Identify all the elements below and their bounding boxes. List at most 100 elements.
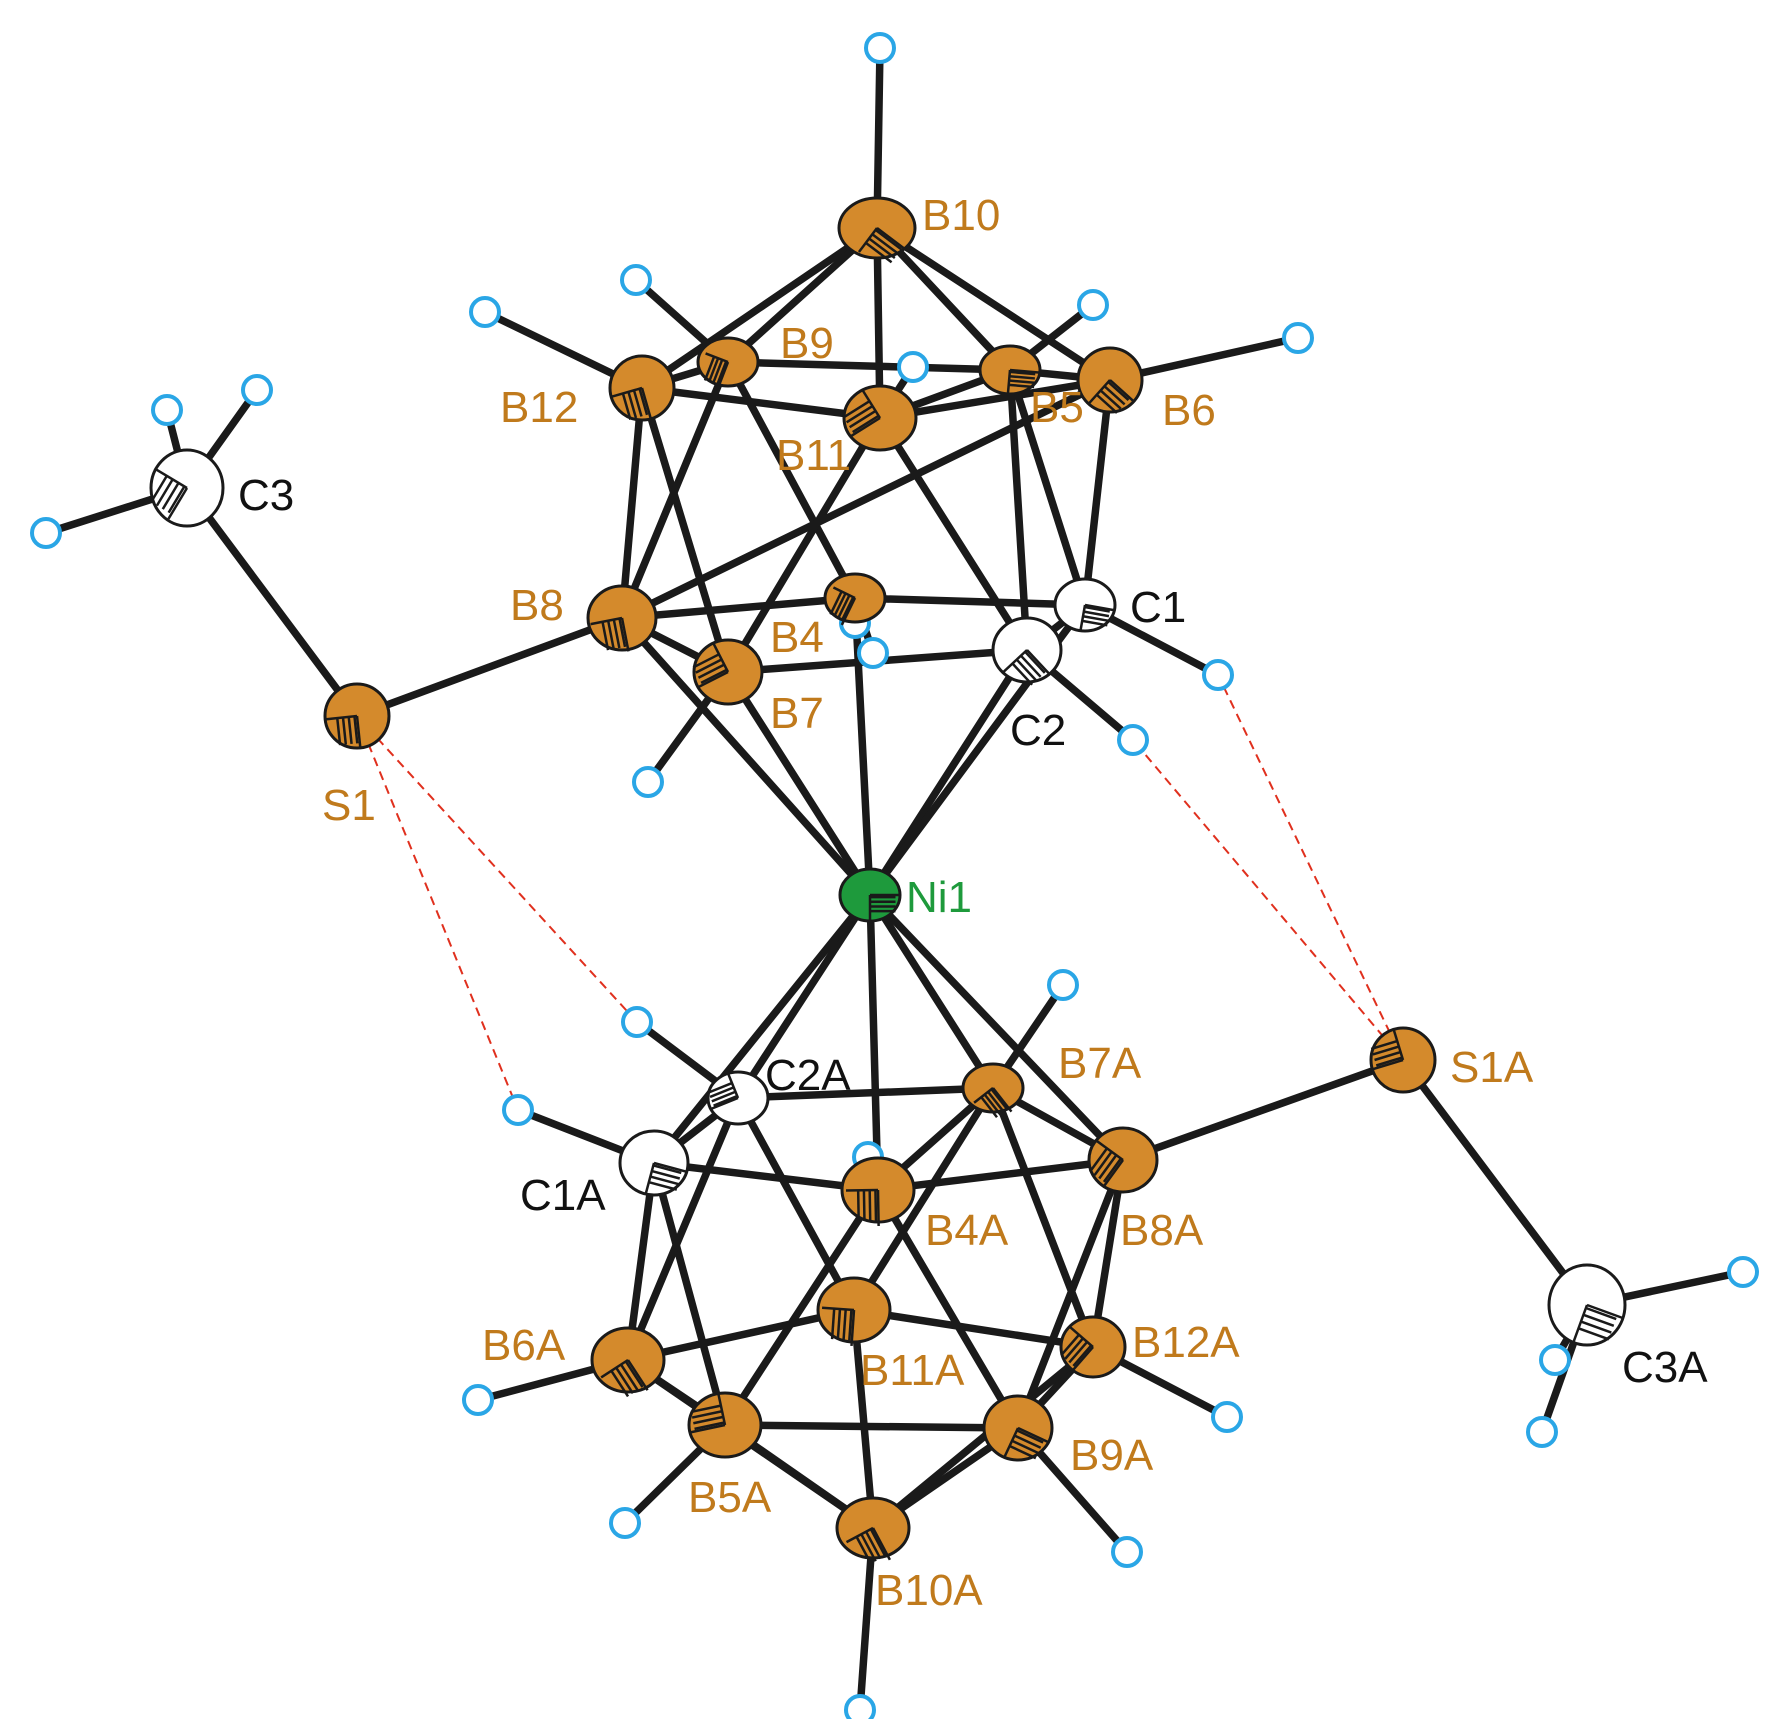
bond-B7A-B12A [989,1084,1097,1351]
hydrogen-atom-24 [1539,1344,1571,1376]
heavy-atom-layer [149,196,1627,1565]
bond-Ni1-C1A [650,891,874,1167]
hydrogen-atom-22 [1727,1256,1759,1288]
hydrogen-atom-10 [151,394,183,426]
atom-label-B7A: B7A [1058,1039,1142,1088]
hydrogen-atom-21 [844,1694,876,1719]
hydrogen-atom-2 [469,296,501,328]
atom-label-B7: B7 [770,689,824,738]
bond-B10-B6 [873,224,1114,384]
atom-B10A [835,1496,911,1565]
bond-B8A-S1A [1119,1056,1407,1164]
atom-label-Ni1: Ni1 [906,873,972,922]
hydrogen-atom-9 [1117,724,1149,756]
atom-octant-B4A [845,1188,880,1227]
atom-label-C2A: C2A [765,1051,851,1100]
atom-label-B9: B9 [780,319,834,368]
bond-C1A-B4A [650,1159,882,1194]
atom-B8 [586,584,658,652]
bond-B4A-B5A [721,1186,882,1429]
atom-octant-B12 [610,386,653,420]
atom-octant-C3 [149,467,189,520]
hydrogen-bond-1 [356,715,519,1111]
atom-label-S1A: S1A [1450,1043,1534,1092]
bond-B9-B8 [618,358,732,622]
hydrogen-atom-17 [1211,1401,1243,1433]
hydrogen-atom-15 [1047,969,1079,1001]
hydrogen-atom-3 [620,264,652,296]
atom-octant-Ni1 [868,893,900,921]
atom-label-B11: B11 [776,431,851,480]
atom-label-C2: C2 [1010,706,1066,755]
hydrogen-atom-layer [30,32,1759,1719]
atom-octant-B8A [1088,1140,1125,1189]
hydrogen-atom-18 [462,1384,494,1416]
atom-label-B12A: B12A [1132,1318,1240,1367]
atom-label-B8: B8 [510,581,564,630]
atom-octant-C1 [1079,603,1115,631]
hydrogen-bond-layer [356,674,1404,1111]
atom-octant-B6 [1087,379,1135,414]
bond-B12-B11 [638,384,884,422]
hydrogen-atom-25 [857,637,889,669]
bond-B6-C1 [1081,376,1114,609]
atom-B6A [590,1326,666,1398]
bond-B10A-B12A [869,1343,1097,1532]
atom-C3 [149,448,225,528]
atom-C1A [618,1129,690,1197]
bond-B6A-B11A [624,1306,858,1364]
atom-octant-C3A [1572,1303,1624,1344]
atom-octant-C2A [707,1073,740,1111]
hydrogen-bond-3 [1217,674,1404,1061]
bond-B11-B6 [876,376,1114,422]
bond-B4A-B8A [874,1156,1127,1194]
atom-label-B9A: B9A [1070,1431,1154,1480]
hydrogen-bond-4 [1132,739,1404,1061]
hydrogen-atom-1 [864,32,896,64]
bond-B7A-B11A [850,1084,997,1314]
hydrogen-atom-23 [1526,1416,1558,1448]
bond-B11-C2 [876,414,1031,654]
atom-octant-B9 [703,352,730,391]
atom-label-B10: B10 [922,191,1000,240]
atom-label-C3: C3 [238,471,294,520]
bond-C2A-B11A [734,1094,858,1314]
atom-octant-B7 [692,642,730,689]
atom-label-C1: C1 [1130,583,1186,632]
bond-Ni1-B8 [618,614,874,899]
bond-Ni1-C2A [734,891,874,1102]
atom-C3A [1547,1263,1627,1347]
bond-B10-B12 [638,224,881,392]
bond-S1A-C3A [1399,1056,1591,1309]
bond-C1A-B5A [650,1159,729,1429]
hydrogen-atom-6 [1282,322,1314,354]
hydrogen-atom-4 [897,351,929,383]
atom-octant-B11A [821,1306,856,1346]
bond-B11A-B12A [850,1306,1097,1351]
atom-Ni1 [838,867,902,923]
bond-B8-B4 [618,594,859,622]
atom-label-B8A: B8A [1120,1206,1204,1255]
atom-B12 [608,354,676,422]
atom-S1 [323,682,391,750]
atom-label-B4A: B4A [925,1206,1009,1255]
atom-label-B5: B5 [1030,383,1084,432]
bond-B5A-B9A [721,1421,1022,1432]
atom-octant-B10 [857,227,909,264]
bond-Ni1-B7 [724,668,874,899]
bond-B9-B4 [724,358,859,602]
bond-Ni1-B4 [851,594,874,899]
atom-S1A [1369,1026,1437,1094]
atom-label-B4: B4 [770,613,824,662]
atom-B11 [842,384,918,452]
atom-C2A [706,1070,770,1126]
atom-B4 [823,572,887,626]
hydrogen-atom-5 [1077,289,1109,321]
atom-octant-B10A [845,1526,892,1565]
bond-B6-B8 [618,376,1114,622]
bond-Ni1-B8A [866,891,1127,1164]
atom-label-B6A: B6A [482,1321,566,1370]
atom-octant-B5A [689,1393,727,1434]
